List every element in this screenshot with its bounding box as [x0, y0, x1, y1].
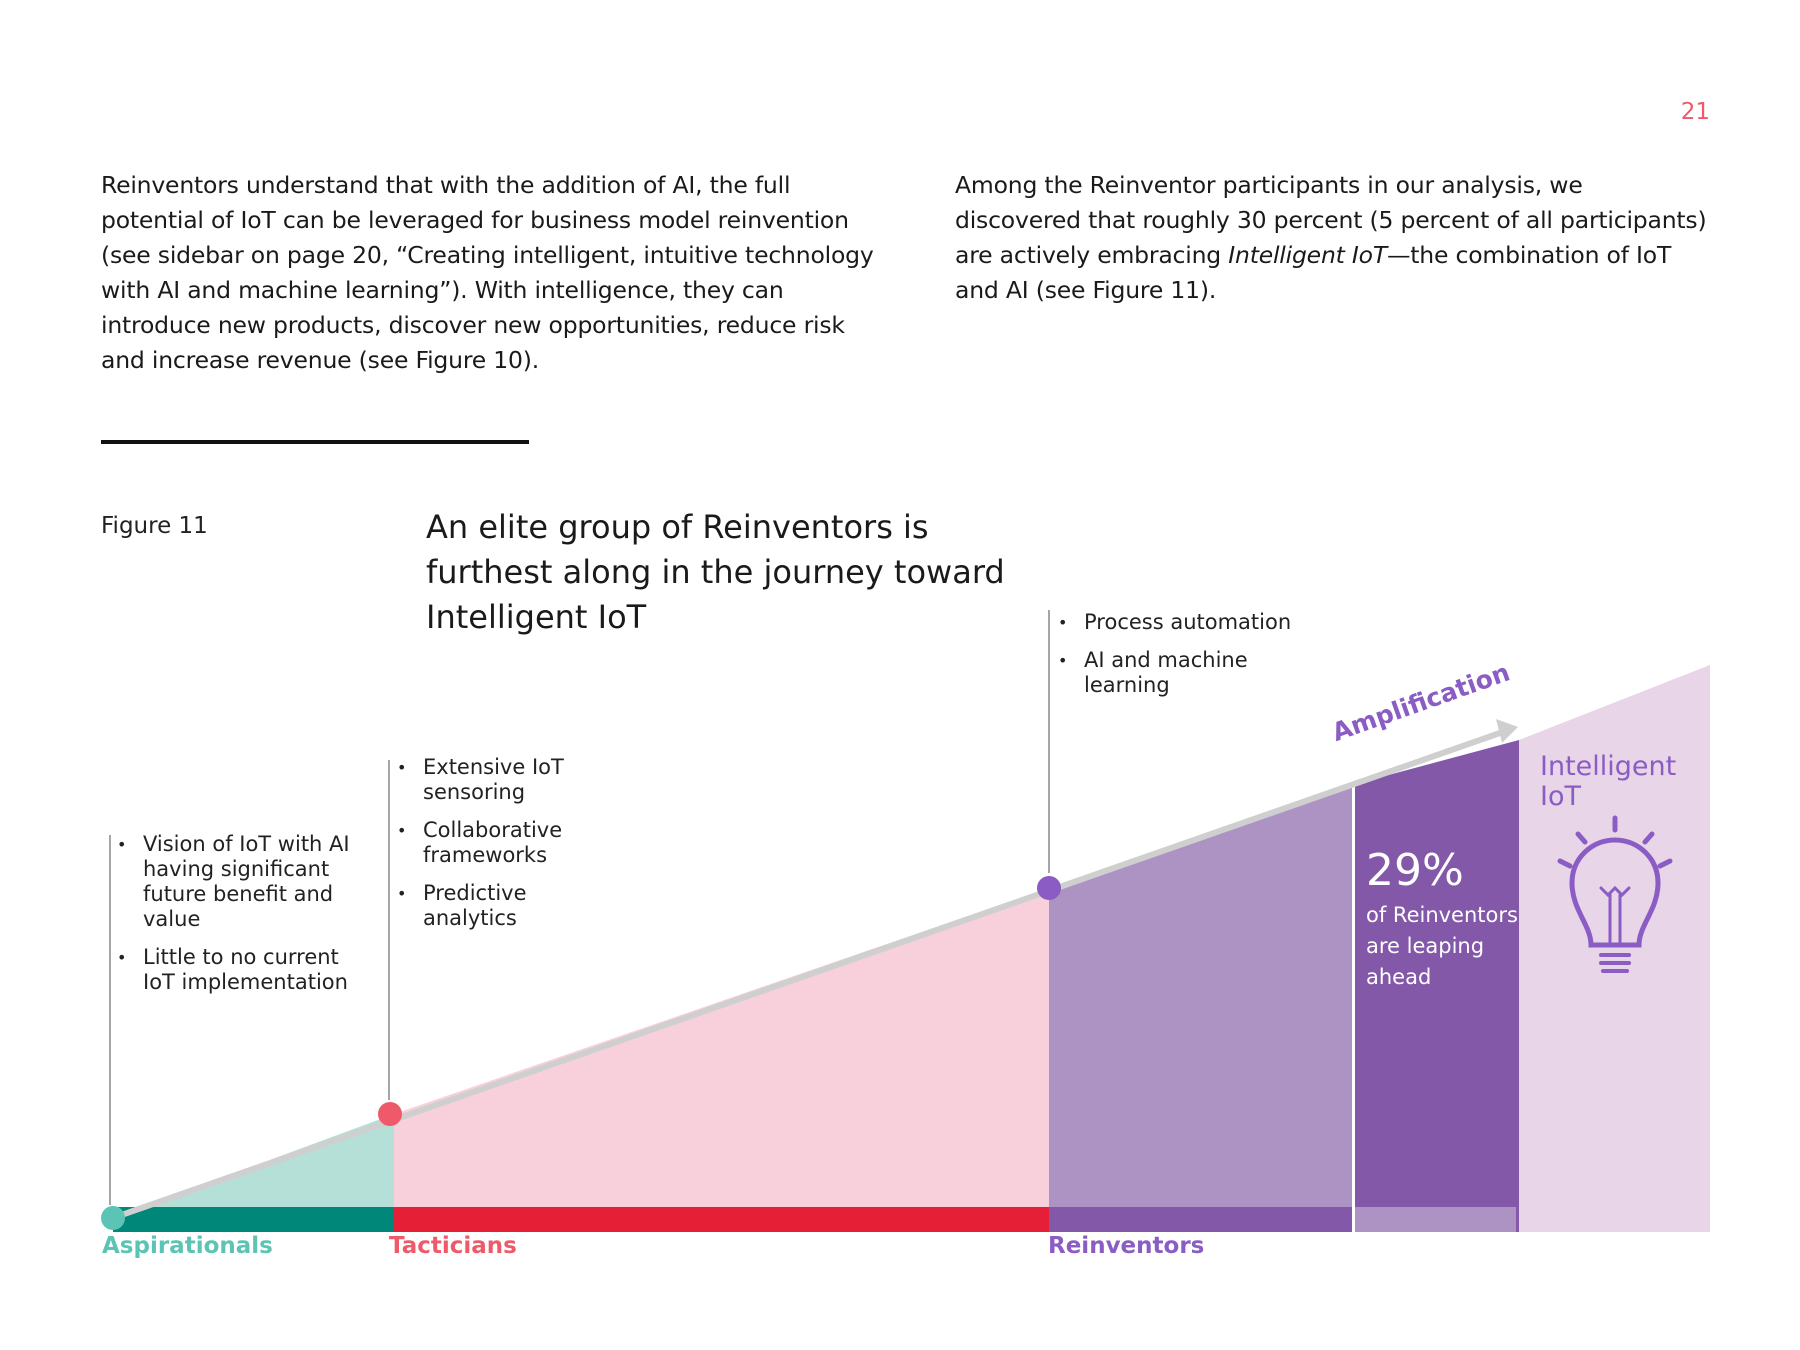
reinventors-dot: [1037, 876, 1061, 900]
tacticians-dot: [378, 1102, 402, 1126]
tacticians-bar: [394, 1207, 1049, 1232]
reinventors-bullets: Process automation AI and machine learni…: [1058, 610, 1318, 711]
intelligent-iot-area: [1519, 665, 1710, 1232]
amplification-arrow-line: [112, 730, 1501, 1221]
intro-left-text: Reinventors understand that with the add…: [101, 171, 874, 374]
amplification-arrowhead: [1496, 719, 1518, 743]
section-divider: [101, 440, 529, 444]
intelligent-iot-emphasis: Intelligent IoT: [1228, 241, 1387, 269]
intelligent-iot-label: Intelligent IoT: [1540, 751, 1677, 812]
intro-right-text-start: Among the Reinventor participants in our…: [955, 171, 1707, 269]
leaping-ahead-area: [1355, 740, 1519, 1232]
tacticians-label: Tacticians: [389, 1233, 517, 1259]
intro-left-paragraph: Reinventors understand that with the add…: [101, 168, 881, 378]
intro-right-paragraph: Among the Reinventor participants in our…: [955, 168, 1715, 308]
leaping-bar: [1355, 1207, 1516, 1232]
intro-right-text-end: —the combination of IoT and AI (see Figu…: [955, 241, 1672, 304]
lightbulb-icon: [1557, 815, 1673, 973]
aspirationals-dot: [101, 1206, 125, 1230]
tacticians-bullet: Collaborative frameworks: [397, 818, 597, 868]
aspirationals-label: Aspirationals: [102, 1233, 273, 1259]
tacticians-bullets: Extensive IoT sensoring Collaborative fr…: [397, 755, 597, 944]
reinventors-label: Reinventors: [1048, 1233, 1205, 1259]
tacticians-bullet: Predictive analytics: [397, 881, 597, 931]
aspirationals-bar: [113, 1207, 394, 1232]
intro-right-text: Among the Reinventor participants in our…: [955, 168, 1715, 308]
aspirationals-bullet: Little to no current IoT implementation: [117, 945, 367, 995]
figure-title: An elite group of Reinventors is furthes…: [426, 508, 1005, 636]
tacticians-bullet: Extensive IoT sensoring: [397, 755, 597, 805]
page-number: 21: [1680, 99, 1710, 125]
aspirationals-bullet: Vision of IoT with AI having significant…: [117, 832, 367, 932]
tacticians-area: [394, 888, 1049, 1232]
leaping-percent: 29%: [1366, 845, 1464, 896]
figure-label: Figure 11: [101, 513, 208, 539]
reinventors-area: [1049, 785, 1352, 1232]
reinventors-bar: [1049, 1207, 1352, 1232]
leaping-description: of Reinventors are leaping ahead: [1366, 903, 1518, 989]
reinventors-bullet: AI and machine learning: [1058, 648, 1284, 698]
aspirationals-bullets: Vision of IoT with AI having significant…: [117, 832, 367, 1008]
reinventors-bullet: Process automation: [1058, 610, 1318, 635]
